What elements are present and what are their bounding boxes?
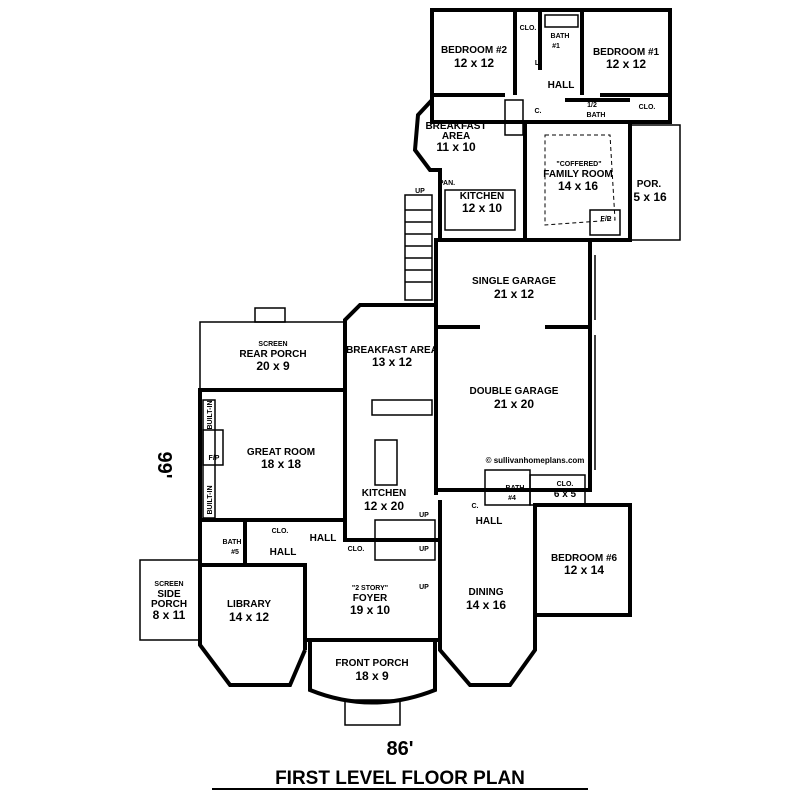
front-porch-label: FRONT PORCH — [335, 658, 408, 669]
bath5-num: #5 — [231, 549, 239, 556]
breakfast-upper-label-2: AREA — [442, 131, 470, 142]
dining-label: DINING — [469, 587, 504, 598]
library-label: LIBRARY — [227, 599, 271, 610]
closet-label: CLO. — [639, 104, 656, 111]
foyer-label: FOYER — [353, 593, 388, 604]
built-in-label: BUILT-IN — [207, 400, 214, 429]
bath4-num: #4 — [508, 495, 516, 502]
hall-label: HALL — [548, 80, 575, 91]
family-room-note: "COFFERED" — [556, 161, 601, 168]
closet-label: C. — [535, 108, 542, 115]
fireplace-label: F/P — [209, 455, 220, 462]
single-garage-label: SINGLE GARAGE — [472, 276, 556, 287]
hall-label: HALL — [476, 516, 503, 527]
closet-label: CLO. — [520, 25, 537, 32]
side-porch-size: 8 x 11 — [153, 608, 186, 622]
upper-wing-walls — [412, 8, 681, 242]
bedroom1-label: BEDROOM #1 — [593, 47, 660, 58]
bath5-label: BATH — [223, 539, 242, 546]
rear-porch-label: REAR PORCH — [239, 349, 306, 360]
side-porch-note: SCREEN — [154, 581, 183, 588]
closet-label: C. — [472, 503, 479, 510]
bath4-label: BATH — [506, 485, 525, 492]
built-in-label: BUILT-IN — [207, 485, 214, 514]
closet-label: CLO. — [348, 546, 365, 553]
closet-label: CLO. — [557, 481, 574, 488]
bedroom6-label: BEDROOM #6 — [551, 553, 618, 564]
side-porch-label: SIDE — [157, 589, 181, 600]
kitchen-main-size: 12 x 20 — [364, 499, 404, 513]
plan-title: FIRST LEVEL FLOOR PLAN — [275, 768, 525, 789]
single-garage-size: 21 x 12 — [494, 287, 534, 301]
great-room-size: 18 x 18 — [261, 457, 301, 471]
hall-label: HALL — [270, 547, 297, 558]
breakfast-main-label: BREAKFAST AREA — [346, 345, 438, 356]
double-garage-size: 21 x 20 — [494, 397, 534, 411]
watermark: © sullivanhomeplans.com — [486, 456, 585, 465]
rear-porch-size: 20 x 9 — [256, 359, 290, 373]
foyer-size: 19 x 10 — [350, 603, 390, 617]
breakfast-main-size: 13 x 12 — [372, 355, 412, 369]
rear-stair — [404, 194, 433, 301]
kitchen-upper-label: KITCHEN — [460, 191, 504, 202]
bath1-num: #1 — [552, 43, 560, 50]
half-bath-label: 1/2 — [587, 102, 597, 109]
stair-up-label: UP — [419, 546, 429, 553]
bedroom2-label: BEDROOM #2 — [441, 45, 508, 56]
closet-size: 6 x 5 — [554, 489, 577, 500]
foyer-note: "2 STORY" — [352, 585, 388, 592]
great-room-label: GREAT ROOM — [247, 447, 315, 458]
kitchen-main-label: KITCHEN — [362, 488, 406, 499]
width-dimension: 86' — [386, 738, 413, 760]
depth-dimension: 99' — [153, 451, 175, 478]
fireplace-label: F/P — [601, 216, 612, 223]
family-room-label: FAMILY ROOM — [543, 169, 612, 180]
kitchen-upper-size: 12 x 10 — [462, 201, 502, 215]
side-porch-label-2: PORCH — [151, 599, 187, 610]
dining-size: 14 x 16 — [466, 598, 506, 612]
bedroom2-size: 12 x 12 — [454, 56, 494, 70]
double-garage-label: DOUBLE GARAGE — [470, 386, 559, 397]
stair-up-label: UP — [419, 584, 429, 591]
library-size: 14 x 12 — [229, 610, 269, 624]
pantry-label: PAN. — [439, 180, 455, 187]
porch-label: POR. — [637, 179, 662, 190]
half-bath-label-2: BATH — [587, 112, 606, 119]
bedroom6-size: 12 x 14 — [564, 563, 604, 577]
family-room-size: 14 x 16 — [558, 179, 598, 193]
bath1-label: BATH — [551, 33, 570, 40]
closet-label: CLO. — [272, 528, 289, 535]
hall-label: HALL — [310, 533, 337, 544]
rear-porch-note: SCREEN — [258, 341, 287, 348]
front-porch-size: 18 x 9 — [355, 669, 389, 683]
main-walls — [139, 303, 632, 726]
bedroom1-size: 12 x 12 — [606, 57, 646, 71]
linen-label: L. — [535, 60, 541, 67]
breakfast-upper-size: 11 x 10 — [436, 140, 476, 154]
breakfast-upper-label: BREAKFAST — [425, 121, 486, 132]
porch-size: 5 x 16 — [633, 190, 667, 204]
stair-up-label: UP — [419, 512, 429, 519]
stair-up-label: UP — [415, 188, 425, 195]
